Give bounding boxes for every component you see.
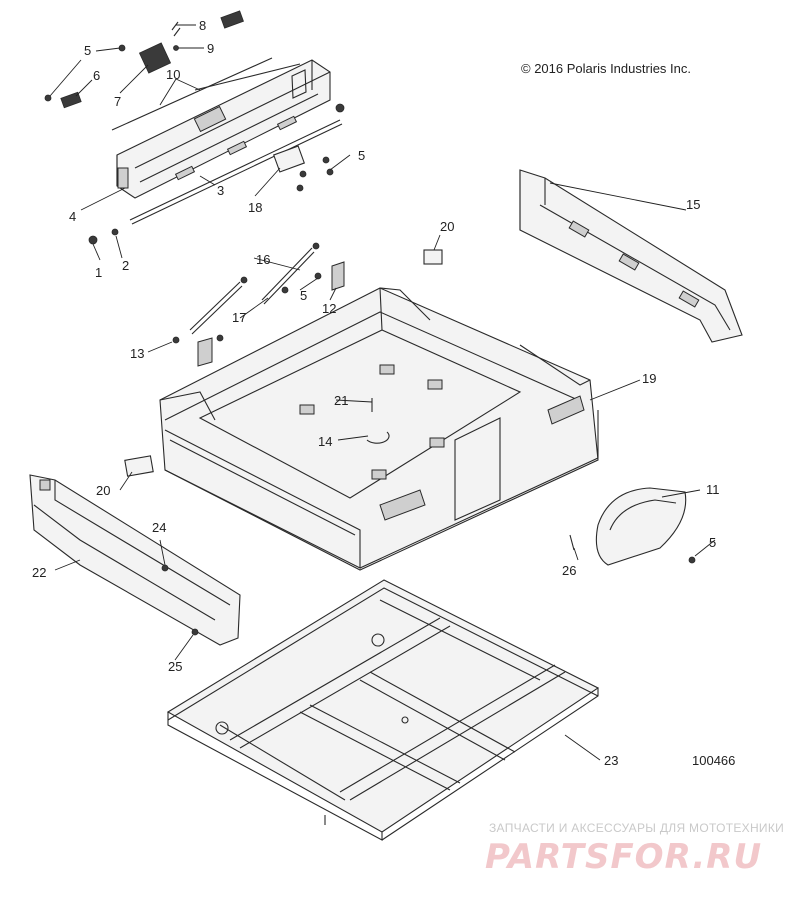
callout-22: 22: [32, 565, 46, 580]
watermark-tagline: ЗАПЧАСТИ И АКСЕССУАРЫ ДЛЯ МОТОТЕХНИКИ: [489, 821, 784, 835]
callout-14: 14: [318, 434, 332, 449]
callout-11: 11: [706, 482, 720, 497]
callout-6: 6: [93, 68, 100, 83]
callout-7: 7: [114, 94, 121, 109]
callout-9: 9: [207, 41, 214, 56]
watermark: ЗАПЧАСТИ И АКСЕССУАРЫ ДЛЯ МОТОТЕХНИКИ PA…: [485, 821, 784, 877]
cable-assembly: [172, 242, 345, 367]
callout-3: 3: [217, 183, 224, 198]
callout-18: 18: [248, 200, 262, 215]
watermark-logo: PARTSFOR.RU: [485, 837, 762, 877]
callout-17: 17: [232, 310, 246, 325]
callout-16: 16: [256, 252, 270, 267]
side-panel-left: [29, 474, 241, 646]
callout-24: 24: [152, 520, 166, 535]
callout-1: 1: [95, 265, 102, 280]
small-hardware-top: [44, 10, 345, 245]
tailgate-assembly: [111, 57, 343, 225]
side-panel-right: [519, 169, 743, 343]
callout-12: 12: [322, 301, 336, 316]
callout-26: 26: [562, 563, 576, 578]
callout-2: 2: [122, 258, 129, 273]
callout-13: 13: [130, 346, 144, 361]
fender-piece: [569, 487, 696, 566]
leader-lines: [49, 24, 716, 761]
cargo-box: [159, 249, 599, 571]
callout-25: 25: [168, 659, 182, 674]
callout-23: 23: [604, 753, 618, 768]
callout-20b: 20: [96, 483, 110, 498]
callout-8: 8: [199, 18, 206, 33]
callout-5b: 5: [358, 148, 365, 163]
copyright-notice: © 2016 Polaris Industries Inc.: [521, 61, 691, 76]
callout-5a: 5: [84, 43, 91, 58]
frame-assembly: [166, 579, 600, 841]
decal-lower: [124, 455, 154, 477]
callout-15: 15: [686, 197, 700, 212]
callout-19: 19: [642, 371, 656, 386]
callout-labels: 5 6 7 8 9 10 4 3 18 5 1 2 16 5 12 17 13 …: [32, 18, 720, 768]
callout-10: 10: [166, 67, 180, 82]
callout-4: 4: [69, 209, 76, 224]
callout-20a: 20: [440, 219, 454, 234]
callout-21: 21: [334, 393, 348, 408]
callout-5d: 5: [709, 535, 716, 550]
figure-number: 100466: [692, 753, 735, 768]
callout-5c: 5: [300, 288, 307, 303]
